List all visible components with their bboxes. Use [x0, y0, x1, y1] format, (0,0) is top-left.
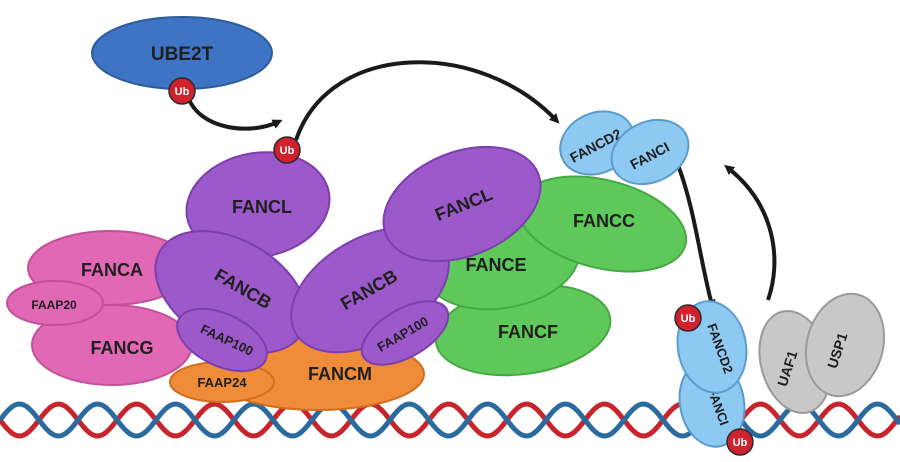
fancg-label: FANCG [91, 338, 154, 358]
fancc-label: FANCC [573, 211, 635, 231]
faap20-shape [6, 280, 104, 326]
faap100-right-shape [360, 300, 450, 366]
fancl-group: FANCL FANCB FAAP100 FANCB FAAP100 FANCL [154, 145, 542, 373]
fanci-top-shape [610, 118, 690, 186]
ubiquitin-fancl: Ub [273, 136, 301, 164]
usp1-shape [804, 292, 886, 398]
arrow-deubiquitination-up [724, 164, 777, 301]
fanca-group: FANCA FANCG FAAP20 [6, 230, 193, 386]
usp1-uaf1-complex: UAF1 USP1 [758, 292, 886, 414]
fance-label: FANCE [465, 255, 526, 275]
ubiquitin-ube2t: Ub [168, 77, 196, 105]
dna-strand-blue [0, 401, 900, 439]
arrow-fancl-to-fancd2 [294, 60, 560, 141]
ubiquitin-fancl-label: Ub [280, 145, 295, 157]
dna-strand-red [0, 401, 900, 439]
dna-helix [0, 401, 900, 439]
ubiquitin-fancd2-label: Ub [681, 313, 696, 325]
ubiquitin-fanci: Ub [726, 428, 754, 456]
arrow-ube2t-to-fancl [186, 96, 283, 131]
arrow-monoubiquitination-down [676, 164, 716, 310]
ube2t-protein: UBE2T [91, 16, 273, 90]
pathway-arrows [186, 60, 777, 310]
faap100-left-shape [176, 307, 268, 373]
fancl-top-label: FANCL [232, 197, 292, 217]
ubiquitin-fancd2: Ub [674, 304, 702, 332]
fanca-label: FANCA [81, 260, 143, 280]
ubiquitin-ube2t-label: Ub [175, 86, 190, 98]
faap20-label: FAAP20 [31, 298, 77, 312]
fancm-label: FANCM [308, 364, 372, 384]
faap24-label: FAAP24 [197, 375, 247, 390]
fancd2-fanci-complex-top: FANCD2 FANCI [559, 110, 690, 186]
fancl-right-shape [382, 145, 542, 263]
fancf-label: FANCF [498, 322, 558, 342]
ubiquitin-fanci-label: Ub [733, 437, 748, 449]
ube2t-label: UBE2T [151, 44, 214, 65]
